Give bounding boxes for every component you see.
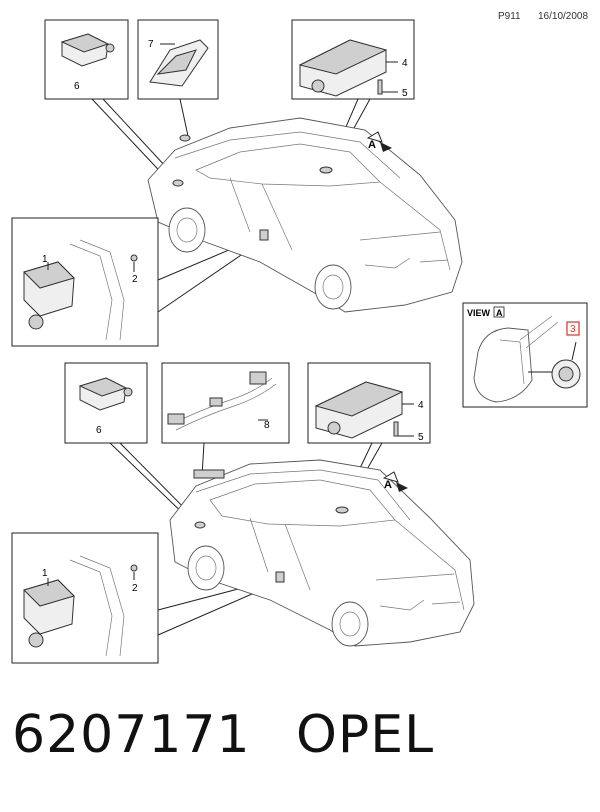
sedan-car-illustration <box>147 117 463 313</box>
diagram-date: 16/10/2008 <box>538 11 589 22</box>
callout-2-top: 2 <box>132 274 138 285</box>
callout-3-view: 3 <box>570 324 576 335</box>
box-part-4-5-top: 4 5 <box>291 19 415 100</box>
box-part-7-top: 7 <box>137 19 219 100</box>
callout-1-bottom: 1 <box>42 568 48 579</box>
view-letter: A <box>496 308 503 318</box>
callout-5-bottom: 5 <box>418 432 424 443</box>
view-arrow-a-top: A <box>366 131 392 152</box>
box-part-6-bottom: 6 <box>64 362 148 444</box>
view-label: VIEW <box>467 308 491 318</box>
part-number: 6207171 <box>12 705 251 765</box>
callout-6-bottom: 6 <box>96 425 102 436</box>
callout-5-top: 5 <box>402 88 408 99</box>
box-part-1-2-bottom: 1 2 <box>11 532 159 664</box>
callout-4-top: 4 <box>402 58 408 69</box>
brand-name: OPEL <box>296 705 435 765</box>
arrow-label-a-bottom: A <box>384 479 392 491</box>
arrow-label-a-top: A <box>368 139 376 151</box>
callout-3-highlight <box>566 321 580 336</box>
parts-diagram: 6 7 4 5 <box>11 19 588 664</box>
box-part-8-bottom: 8 <box>161 362 290 444</box>
box-part-1-2-top: 1 2 <box>11 217 159 347</box>
page-code: P911 <box>498 11 521 22</box>
callout-4-bottom: 4 <box>418 400 424 411</box>
callout-1-top: 1 <box>42 254 48 265</box>
callout-2-bottom: 2 <box>132 583 138 594</box>
view-a-box: VIEW A 3 <box>462 302 588 408</box>
view-arrow-a-bottom: A <box>382 471 408 492</box>
box-part-6-top: 6 <box>44 19 129 100</box>
box-part-4-5-bottom: 4 5 <box>307 362 431 444</box>
callout-7-top: 7 <box>148 39 154 50</box>
callout-6-top: 6 <box>74 81 80 92</box>
estate-car-illustration <box>169 459 475 647</box>
callout-8-bottom: 8 <box>264 420 270 431</box>
